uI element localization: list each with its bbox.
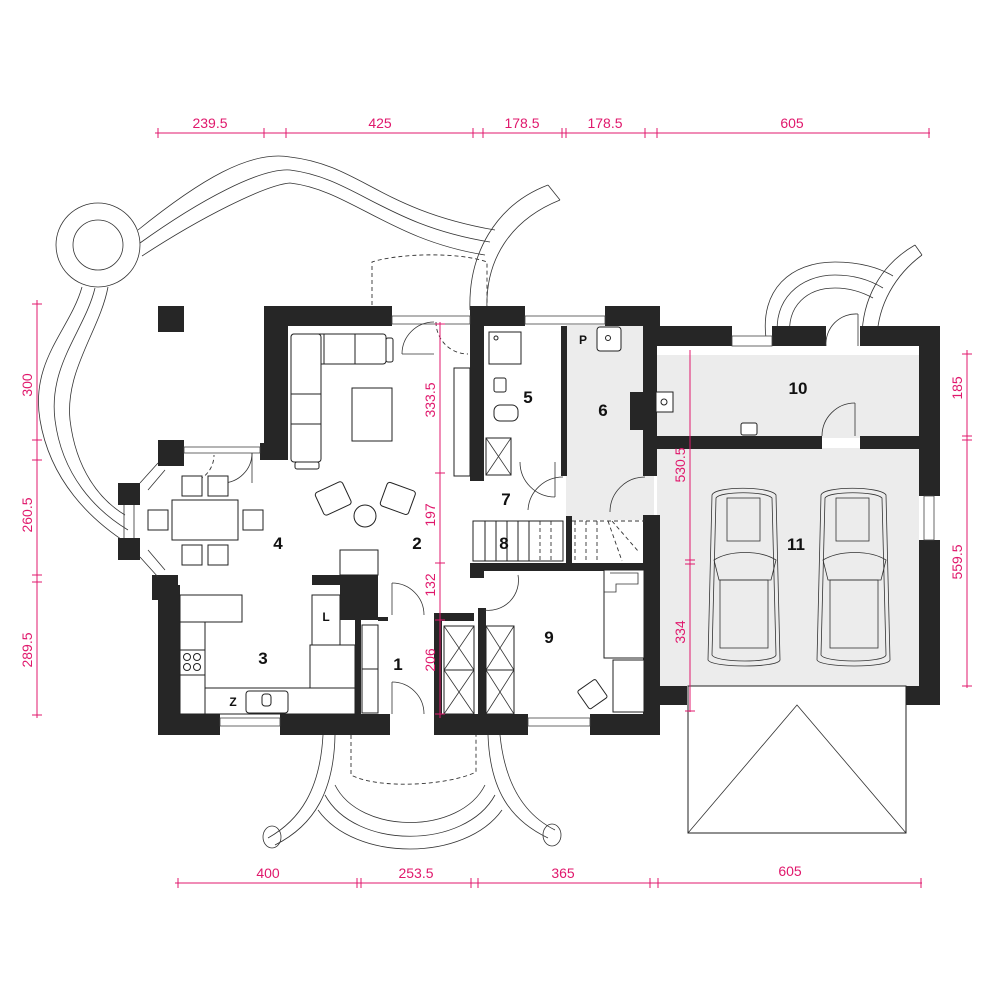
dim-left-2: 260.5 [19, 497, 35, 532]
carport [687, 685, 907, 834]
dim-left-1: 300 [19, 373, 35, 397]
dim-top-5: 605 [780, 115, 804, 131]
fridge-label: L [322, 610, 329, 624]
room-label-3: 3 [258, 649, 267, 668]
room-label-2: 2 [412, 534, 421, 553]
dim-bottom-2: 253.5 [398, 865, 433, 881]
windows [123, 315, 935, 727]
garden-paths [38, 155, 923, 850]
dim-top-3: 178.5 [504, 115, 539, 131]
room-label-6: 6 [598, 401, 607, 420]
room-label-7: 7 [501, 490, 510, 509]
dim-bottom-1: 400 [256, 865, 280, 881]
dim-interior-4: 206 [422, 648, 438, 672]
car-right-icon [816, 487, 891, 667]
room-label-10: 10 [789, 379, 808, 398]
dim-top-1: 239.5 [192, 115, 227, 131]
dim-interior-3: 132 [422, 573, 438, 597]
dim-right-2: 559.5 [949, 544, 965, 579]
dim-bottom-3: 365 [551, 865, 575, 881]
room-label-8: 8 [499, 534, 508, 553]
walls [118, 306, 940, 735]
boiler-label: P [579, 333, 587, 347]
dim-garage-2: 334 [672, 620, 688, 644]
dim-bottom-4: 605 [778, 863, 802, 879]
dim-interior-2: 197 [422, 503, 438, 527]
furniture [147, 326, 758, 715]
room-10-floor [657, 355, 919, 438]
dim-interior-1: 333.5 [422, 382, 438, 417]
dim-garage-1: 530.5 [672, 447, 688, 482]
dim-right-1: 185 [949, 376, 965, 400]
dim-top-2: 425 [368, 115, 392, 131]
room-label-11: 11 [787, 535, 805, 554]
carport-roof [687, 704, 907, 834]
sink-label: Z [229, 695, 236, 709]
doors [185, 313, 859, 715]
dim-left-3: 289.5 [19, 632, 35, 667]
dimension-lines [32, 128, 972, 888]
room-11-floor [657, 448, 919, 686]
dim-top-4: 178.5 [587, 115, 622, 131]
room-label-4: 4 [273, 534, 283, 553]
car-left-icon [707, 487, 781, 667]
room-label-1: 1 [393, 655, 402, 674]
room-label-9: 9 [544, 628, 553, 647]
room-label-5: 5 [523, 388, 532, 407]
